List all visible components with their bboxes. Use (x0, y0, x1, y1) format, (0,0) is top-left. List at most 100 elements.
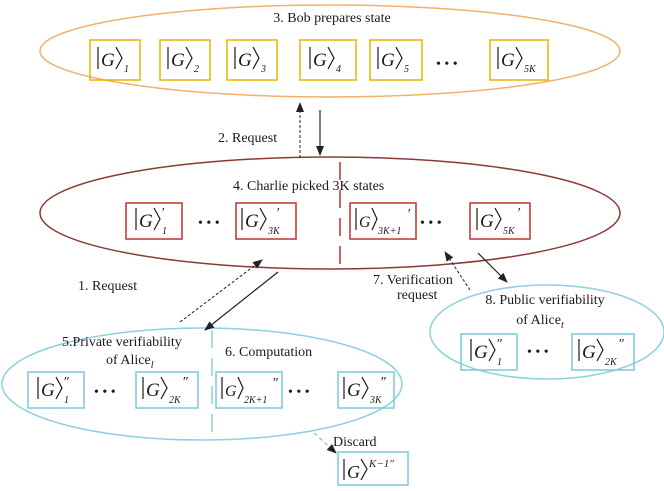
ket-angle (55, 376, 63, 400)
ket-angle (596, 338, 604, 362)
ket-angle (252, 46, 260, 70)
ket-angle (360, 458, 368, 481)
ket-angle (488, 338, 496, 362)
ket-subscript: 5K (503, 226, 516, 237)
ket-angle (237, 376, 244, 400)
ket-superscript: ′ (517, 206, 521, 221)
charlie-ellipsis-left: • • • (198, 216, 220, 231)
private-alice-subscript: l (151, 360, 154, 371)
state-box (135, 371, 199, 409)
ket-superscript: ″ (618, 337, 624, 352)
private-verifiability-label: 5.Private verifiability (62, 335, 182, 350)
private-ellipsis: • • • (94, 385, 116, 400)
state-box (469, 202, 531, 240)
request-2-label: 2. Request (218, 131, 277, 146)
ket-angle (327, 46, 335, 70)
computation-ellipsis: • • • (288, 385, 310, 400)
charlie-label: 4. Charlie picked 3K states (233, 179, 384, 194)
ket-superscript: K−1″ (368, 458, 394, 470)
state-box (125, 202, 183, 240)
state-box (460, 333, 518, 371)
ket-symbol: G (347, 380, 361, 401)
ket-subscript: 5 (404, 64, 409, 75)
ket-subscript: 1 (162, 226, 167, 237)
private-state-1: G ″ 1 (27, 371, 85, 409)
bob-state-2: G 2 (159, 39, 211, 81)
state-box (159, 39, 211, 81)
bob-state-1: G 1 (89, 39, 141, 81)
ket-subscript: 3 (260, 64, 266, 75)
charlie-state-5k: G ′ 5K (469, 202, 531, 240)
ket-superscript: ″ (272, 376, 278, 391)
ket-symbol: G (245, 211, 259, 232)
public-state-1: G ″ 1 (460, 333, 518, 371)
computation-label: 6. Computation (225, 345, 312, 360)
ket-angle (153, 207, 161, 231)
charlie-state-3k: G ′ 3K (235, 202, 297, 240)
state-box (215, 371, 283, 409)
ket-angle (494, 207, 502, 231)
public-verifiability-label: 8. Public verifiability (485, 293, 604, 308)
state-box (299, 39, 357, 81)
state-box (89, 39, 141, 81)
ket-symbol: G (582, 342, 596, 363)
state-box (571, 333, 635, 371)
ket-symbol: G (359, 214, 371, 231)
charlie-ellipsis-right: • • • (420, 216, 442, 231)
discard-label: Discard (333, 435, 377, 450)
ket-angle (259, 207, 267, 231)
verification-request-arrow (444, 251, 471, 291)
bob-label: 3. Bob prepares state (273, 11, 390, 26)
public-alice-label: of Alicet (516, 313, 564, 331)
alice-public-ellipse (429, 284, 664, 380)
ket-subscript: 2 (194, 64, 199, 75)
ket-subscript: 1 (124, 64, 129, 75)
private-state-2k: G ″ 2K (135, 371, 199, 409)
ket-superscript: ′ (407, 207, 411, 222)
state-box (27, 371, 85, 409)
bob-state-4: G 4 (299, 39, 357, 81)
computation-state-3k: G ″ 3K (337, 371, 395, 409)
ket-superscript: ″ (380, 375, 386, 390)
ket-symbol: G (41, 380, 55, 401)
public-ellipsis: • • • (527, 345, 549, 360)
ket-angle (185, 46, 193, 70)
state-box (349, 202, 417, 240)
ket-symbol: G (101, 50, 115, 71)
charlie-state-3k-plus-1: G ′ 3K+1 (349, 202, 417, 240)
ket-superscript: ″ (496, 337, 502, 352)
send-to-public-arrow (477, 252, 508, 283)
ket-superscript: ′ (161, 206, 165, 221)
ket-subscript: 3K+1 (377, 226, 401, 237)
bob-state-3: G 3 (226, 39, 278, 81)
ket-angle (361, 376, 369, 400)
bob-state-5: G 5 (369, 39, 423, 81)
ket-angle (115, 46, 123, 70)
discard-state: G K−1″ (337, 451, 409, 486)
ket-subscript: 2K (605, 357, 618, 368)
computation-state-2k-plus-1: G ″ 2K+1 (215, 371, 283, 409)
ket-subscript: 5K (524, 64, 537, 75)
send-to-alice-arrow (204, 271, 279, 331)
discard-arrow (313, 432, 337, 454)
ket-subscript: 1 (64, 395, 69, 406)
private-alice-text: of Alice (106, 353, 151, 368)
alice-private-ellipse (1, 327, 403, 441)
ket-angle (515, 46, 523, 70)
ket-angle (371, 207, 378, 231)
public-alice-subscript: t (561, 320, 564, 331)
bob-ellipsis: • • • (436, 57, 458, 72)
request-arrow-1 (179, 259, 263, 323)
ket-angle (160, 376, 168, 400)
ket-symbol: G (171, 50, 185, 71)
bob-state-5k: G 5K (489, 39, 549, 81)
ket-symbol: G (501, 50, 515, 71)
ket-subscript: 1 (497, 357, 502, 368)
ket-superscript: ′ (276, 206, 280, 221)
verification-label-line1: 7. Verification (373, 273, 453, 288)
charlie-state-1: G ′ 1 (125, 202, 183, 240)
ket-superscript: ″ (63, 375, 69, 390)
ket-symbol: G (313, 50, 327, 71)
